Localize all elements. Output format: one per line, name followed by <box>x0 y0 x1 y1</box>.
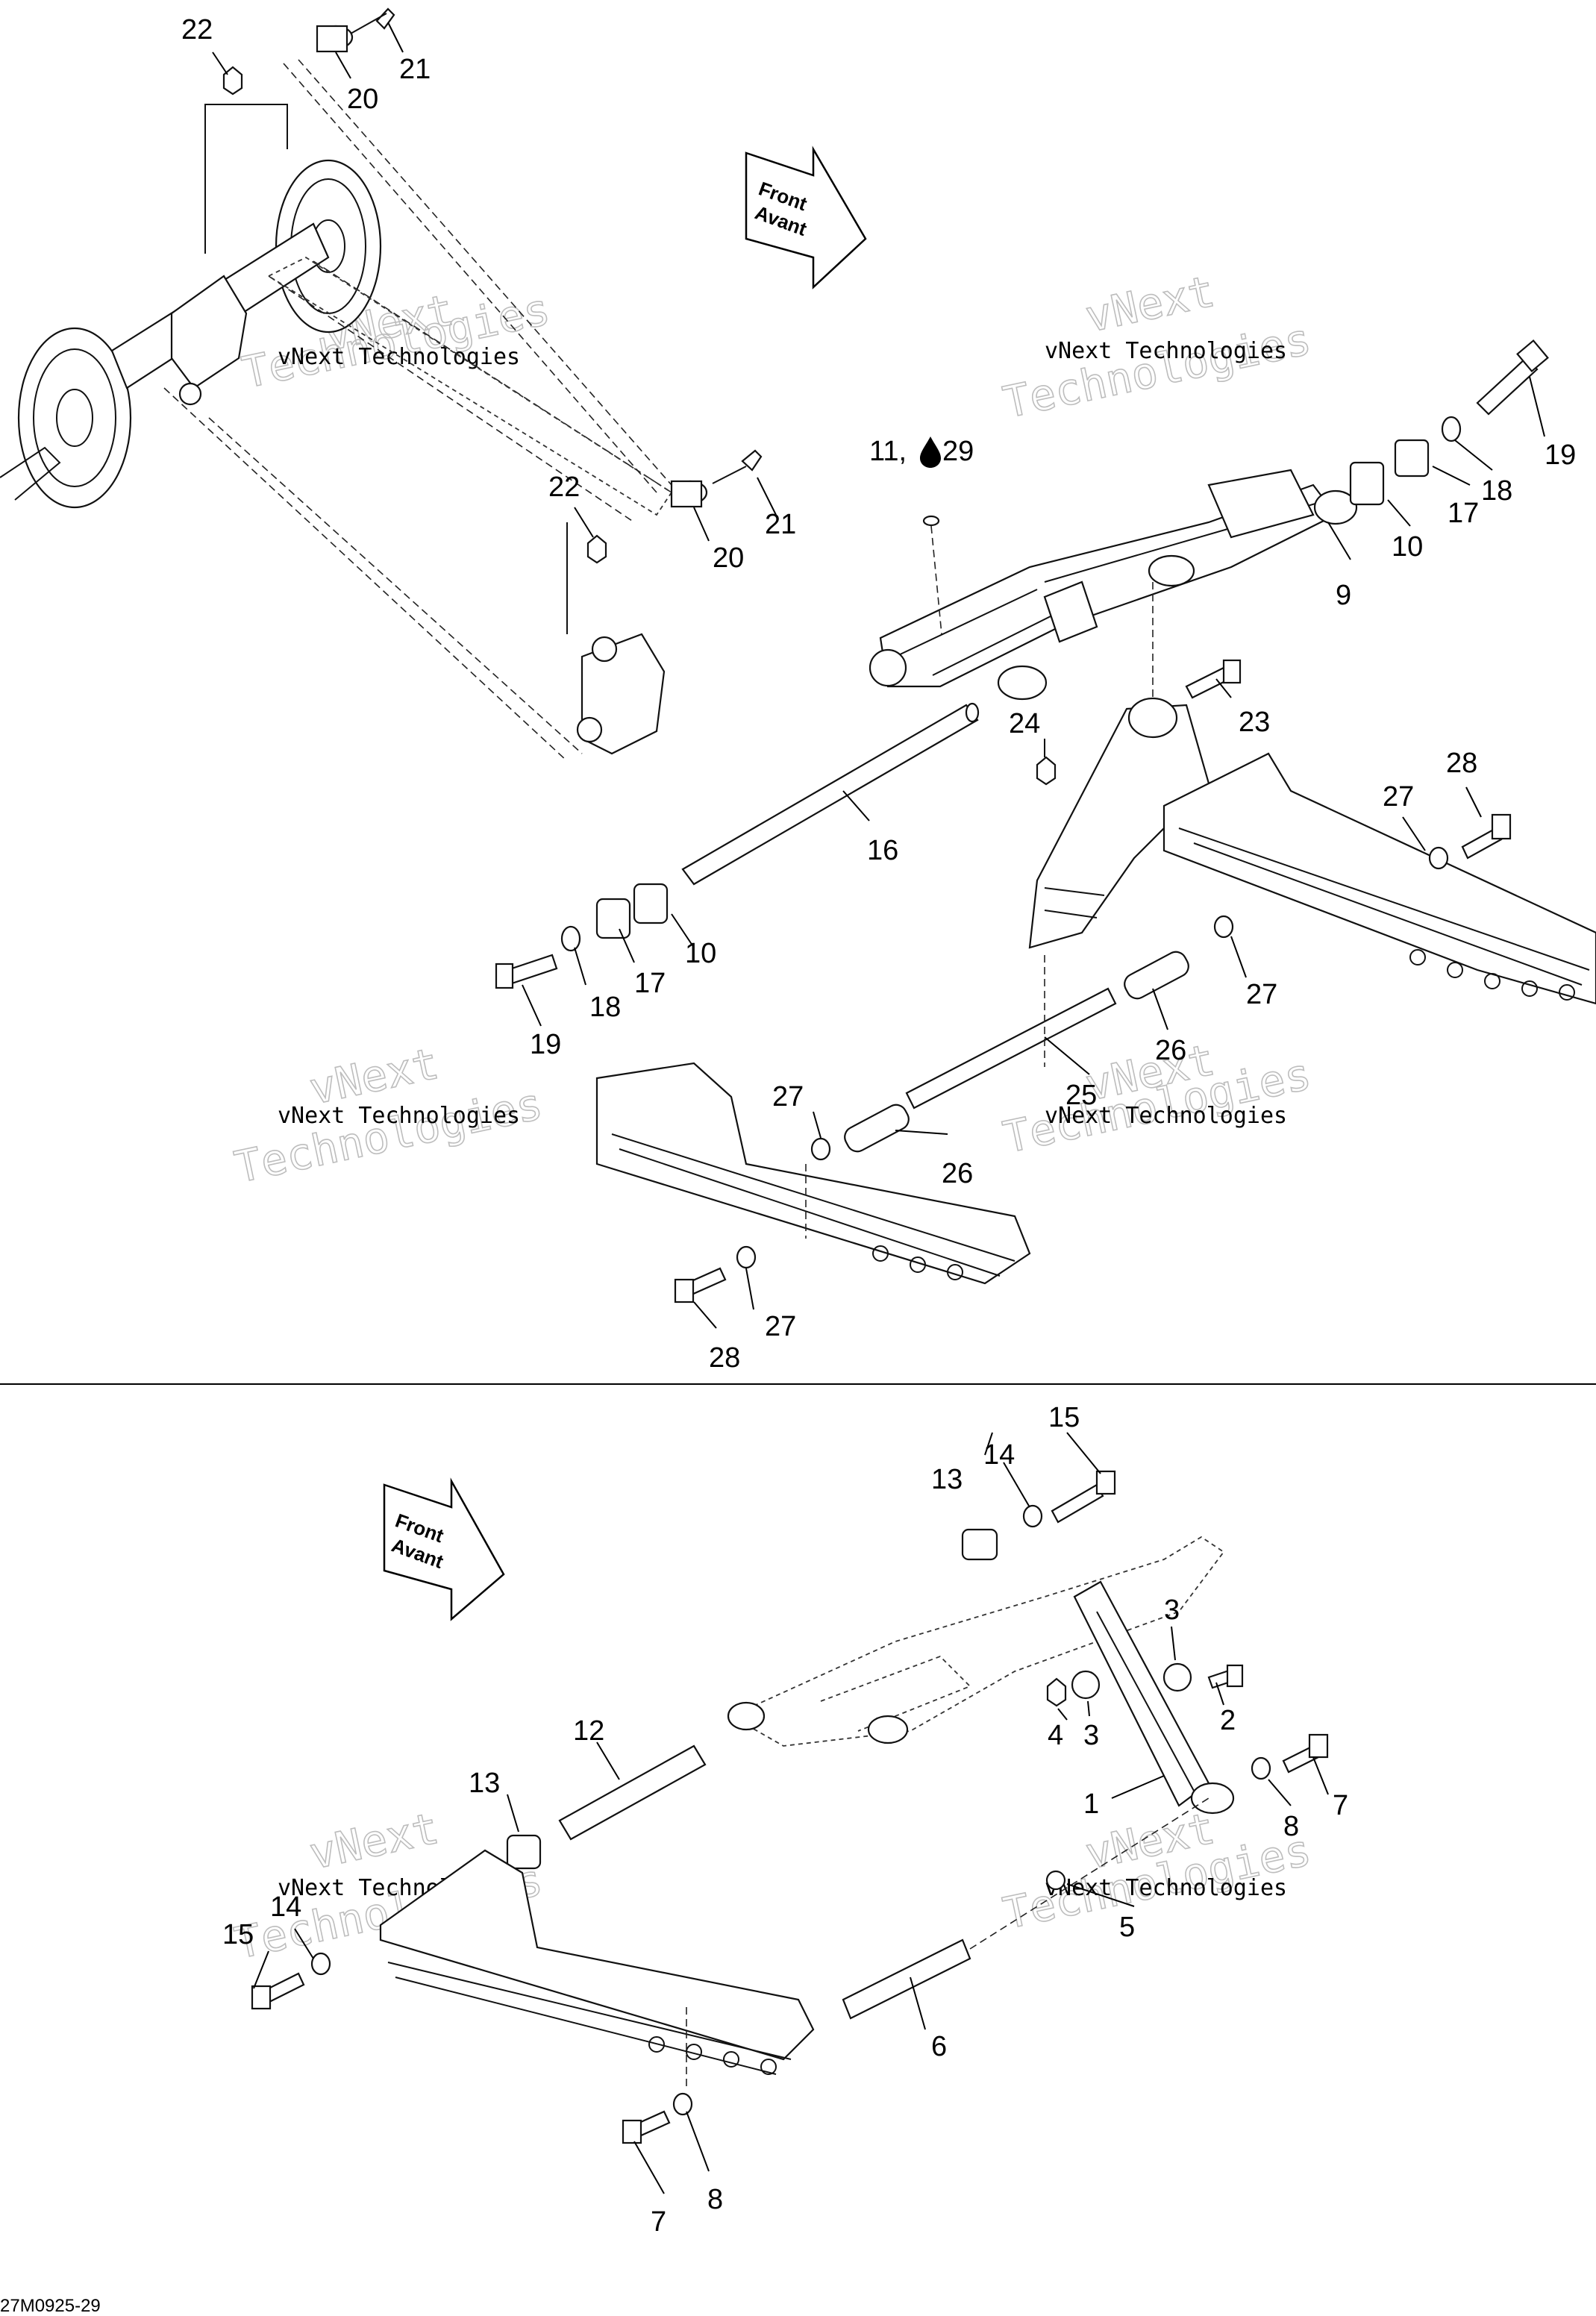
svg-text:vNext Technologies: vNext Technologies <box>1045 1875 1287 1901</box>
callout-22: 22 <box>181 14 213 46</box>
callout-13: 13 <box>469 1768 500 1799</box>
callout-labels: 22 20 21 22 20 21 11, 29 9 10 17 18 19 1… <box>181 14 1576 2238</box>
callout-27: 27 <box>765 1311 796 1342</box>
callout-8: 8 <box>1283 1811 1299 1842</box>
callout-19: 19 <box>530 1029 561 1060</box>
svg-text:vNext: vNext <box>305 1803 443 1880</box>
callout-7: 7 <box>1333 1790 1348 1821</box>
callout-3: 3 <box>1083 1720 1099 1751</box>
front-arrow-icon: Front Avant <box>383 1477 505 1621</box>
callout-23: 23 <box>1239 707 1270 738</box>
callout-28: 28 <box>709 1342 740 1374</box>
callout-12: 12 <box>573 1715 604 1747</box>
oil-drop-icon <box>920 436 941 468</box>
callout-27: 27 <box>772 1081 804 1112</box>
callout-18: 18 <box>589 992 621 1023</box>
callout-20: 20 <box>347 84 378 115</box>
callout-15: 15 <box>222 1919 254 1950</box>
callout-24: 24 <box>1009 708 1040 739</box>
svg-text:vNext Technologies: vNext Technologies <box>1045 1103 1287 1129</box>
callout-27: 27 <box>1383 781 1414 813</box>
callout-20: 20 <box>713 542 744 574</box>
svg-text:vNext Technologies: vNext Technologies <box>1045 338 1287 364</box>
idler-axle-assembly <box>0 7 763 762</box>
callout-27: 27 <box>1246 979 1277 1010</box>
callout-9: 9 <box>1336 580 1351 611</box>
svg-text:Technologies: Technologies <box>999 313 1315 428</box>
callout-11-29: 11, <box>869 436 907 467</box>
callout-4: 4 <box>1048 1720 1063 1751</box>
callout-21: 21 <box>399 54 431 85</box>
callout-28: 28 <box>1446 748 1477 779</box>
callout-14: 14 <box>270 1891 301 1923</box>
callout-18: 18 <box>1481 475 1512 507</box>
callout-10: 10 <box>1392 531 1423 563</box>
callout-26: 26 <box>942 1158 973 1189</box>
callout-29: 29 <box>942 436 974 467</box>
callout-7: 7 <box>651 2206 666 2238</box>
svg-text:vNext: vNext <box>1081 266 1219 342</box>
callout-3: 3 <box>1164 1594 1180 1626</box>
callout-2: 2 <box>1220 1705 1236 1736</box>
callout-17: 17 <box>1448 498 1479 529</box>
callout-8: 8 <box>707 2184 723 2215</box>
callout-16: 16 <box>867 835 898 866</box>
front-arm-assembly <box>495 339 1596 1303</box>
callout-6: 6 <box>931 2031 947 2062</box>
callout-22: 22 <box>548 472 580 503</box>
callout-10: 10 <box>685 938 716 969</box>
rear-arm-assembly <box>251 1470 1329 2144</box>
front-arrow-icon: Front Avant <box>745 145 867 290</box>
callout-26: 26 <box>1155 1035 1186 1066</box>
callout-5: 5 <box>1119 1912 1135 1943</box>
callout-17: 17 <box>634 968 666 999</box>
callout-13: 13 <box>931 1464 963 1495</box>
callout-25: 25 <box>1065 1080 1097 1111</box>
callout-21: 21 <box>765 509 796 540</box>
callout-15: 15 <box>1048 1402 1080 1433</box>
callout-1: 1 <box>1083 1788 1099 1820</box>
leader-lines <box>212 22 1545 2194</box>
callout-19: 19 <box>1545 439 1576 471</box>
svg-text:vNext Technologies: vNext Technologies <box>278 1103 520 1129</box>
svg-text:vNext Technologies: vNext Technologies <box>278 344 520 370</box>
figure-code: 27M0925-29 <box>0 2296 101 2316</box>
callout-14: 14 <box>983 1439 1015 1471</box>
